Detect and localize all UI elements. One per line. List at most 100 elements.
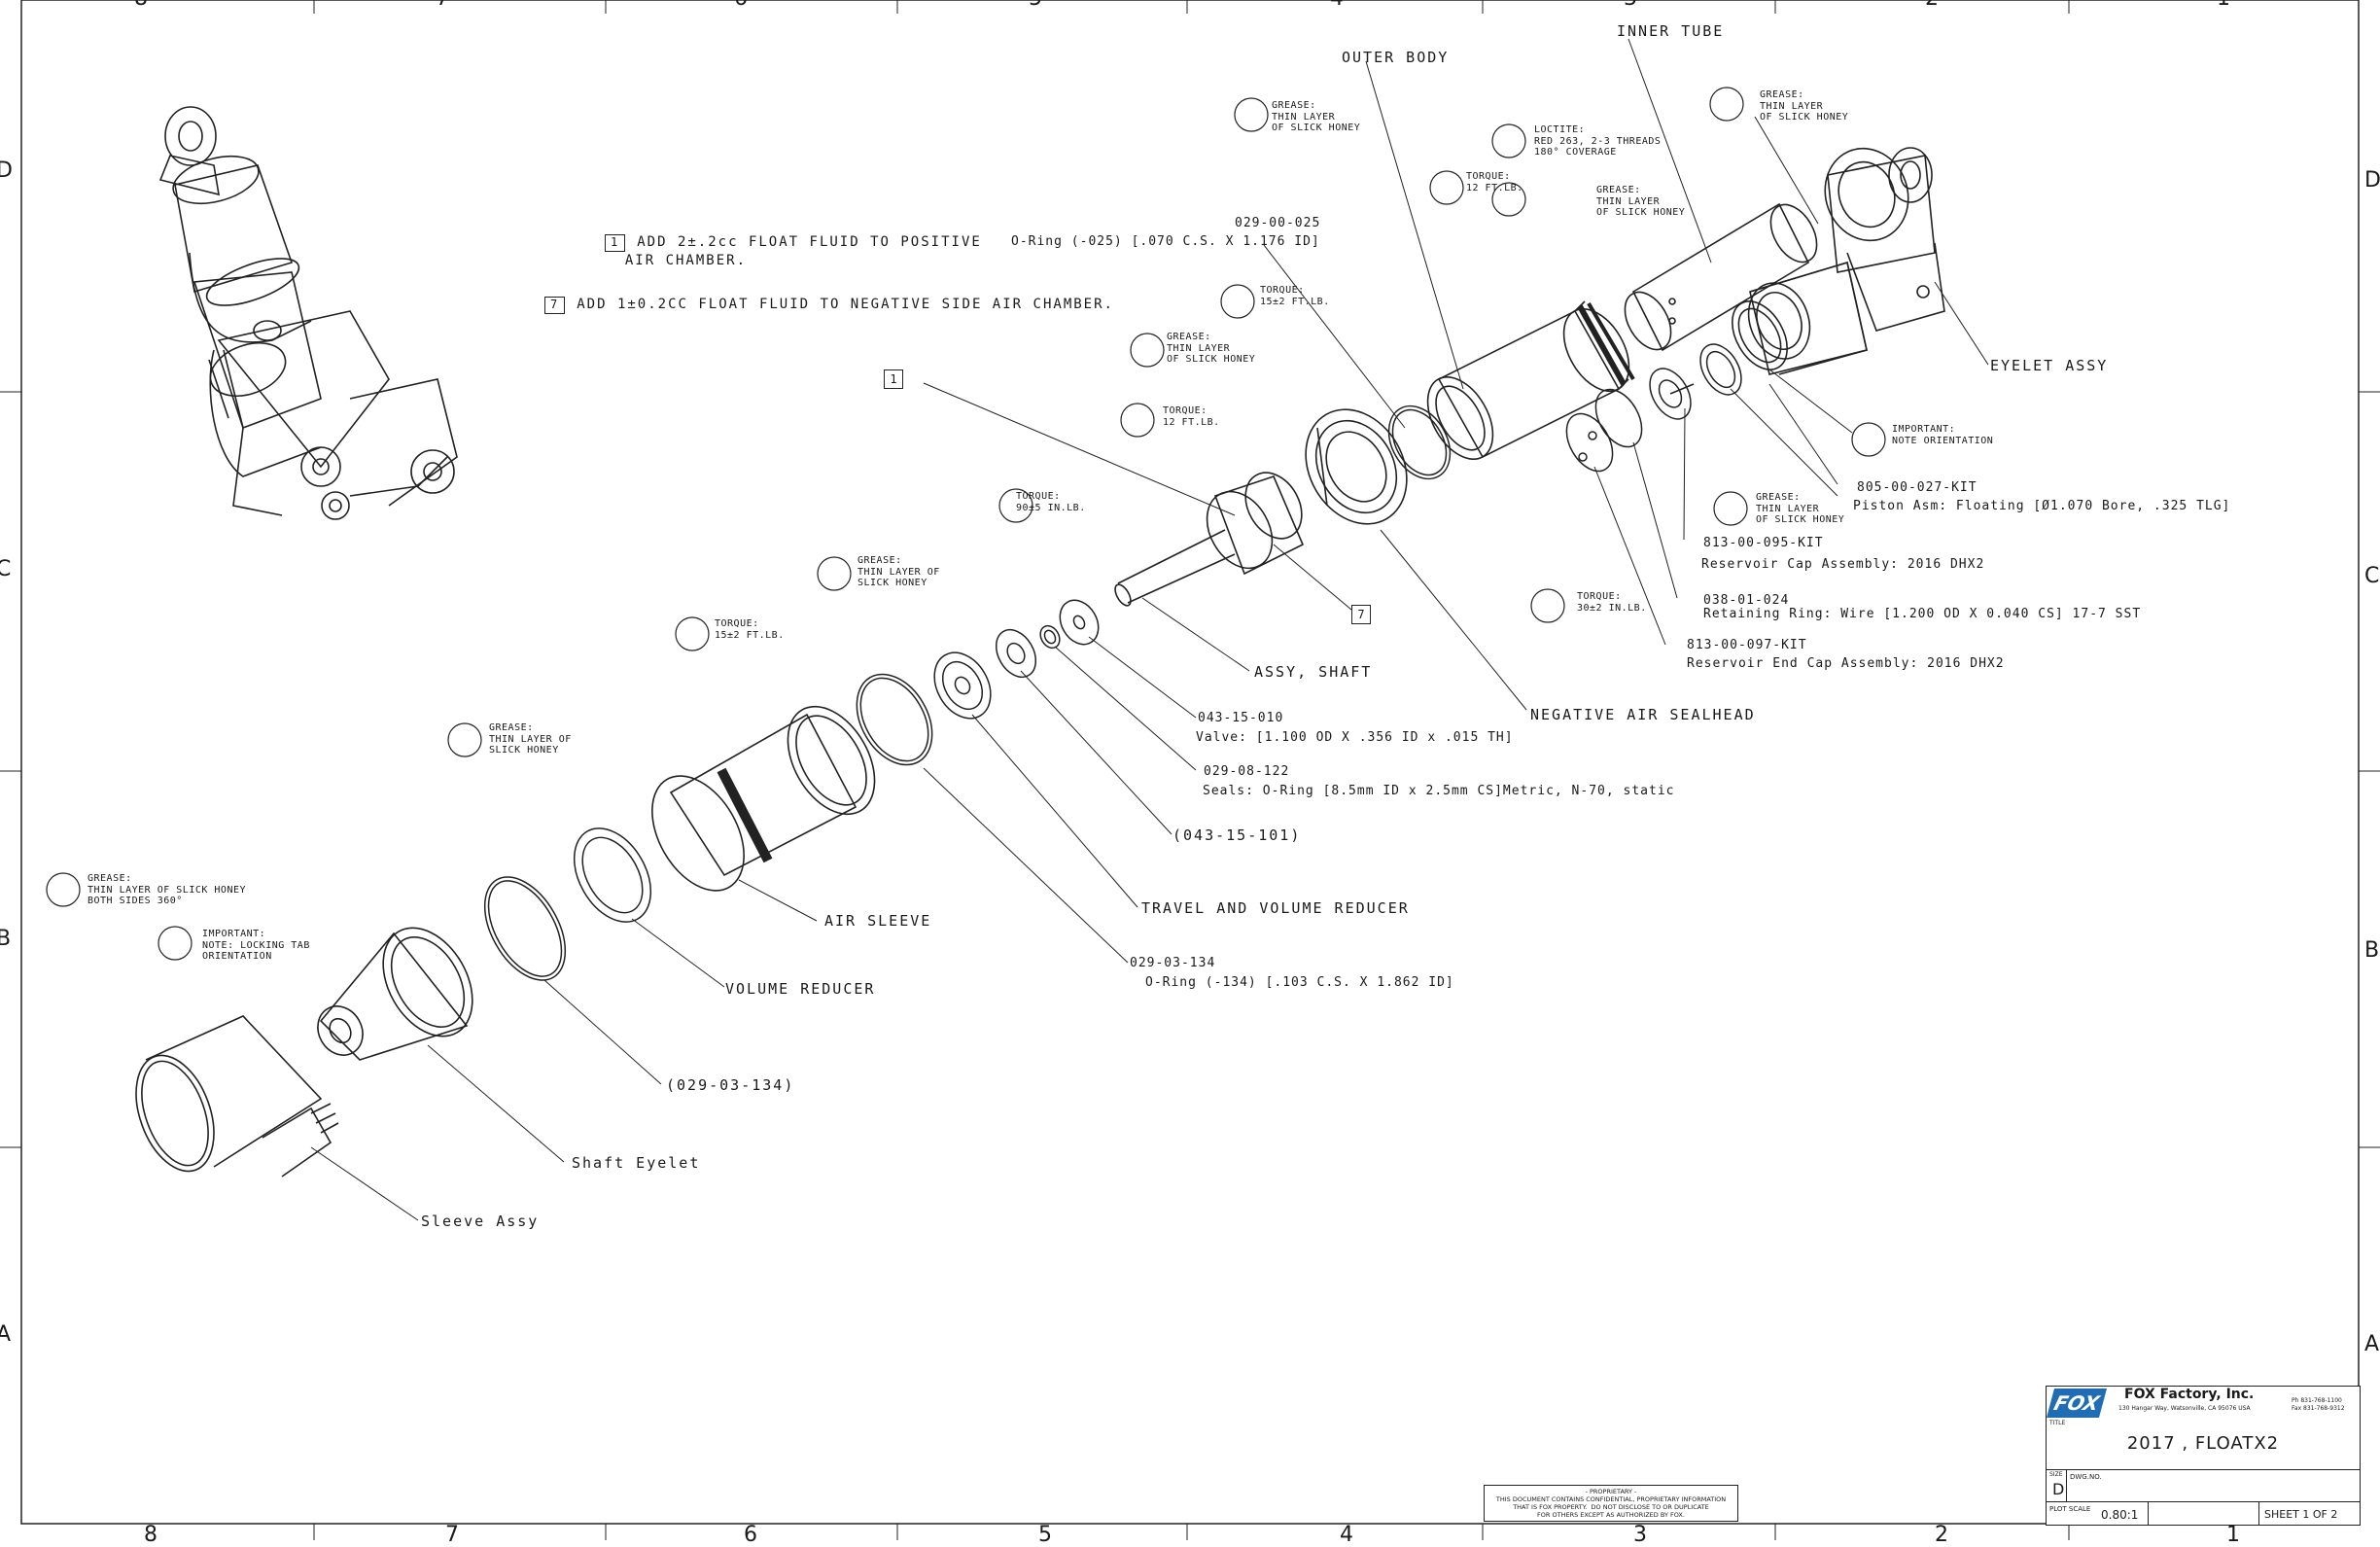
label-outer-body: OUTER BODY bbox=[1342, 49, 1450, 66]
reservoir-end-cap-illustration bbox=[1565, 412, 1614, 473]
sleeve-assy-illustration bbox=[135, 1015, 339, 1178]
ref-box-7: 7 bbox=[1351, 605, 1371, 624]
part-805-description: Piston Asm: Floating [Ø1.070 Bore, .325 … bbox=[1853, 499, 2231, 513]
note-1-text: ADD 2±.2cc FLOAT FLUID TO POSITIVE AIR C… bbox=[624, 234, 982, 268]
part-095-description: Reservoir Cap Assembly: 2016 DHX2 bbox=[1701, 557, 1985, 572]
washer-043-15-101-illustration bbox=[995, 629, 1037, 678]
label-negative-air-sealhead: NEGATIVE AIR SEALHEAD bbox=[1530, 706, 1756, 723]
company-address: 130 Hangar Way, Watsonville, CA 95076 US… bbox=[2118, 1405, 2251, 1412]
label-oring-134-lower: (029-03-134) bbox=[666, 1076, 795, 1094]
spec-important-orientation: IMPORTANT: NOTE ORIENTATION bbox=[1892, 424, 1994, 446]
zone-right-C: C bbox=[2364, 564, 2380, 588]
zone-bottom-2: 2 bbox=[1935, 1523, 1948, 1547]
zone-top-3: 3 bbox=[1624, 0, 1637, 11]
travel-volume-reducer-illustration bbox=[933, 651, 992, 720]
zone-top-6: 6 bbox=[734, 0, 748, 11]
zone-bottom-5: 5 bbox=[1038, 1523, 1052, 1547]
part-024-number: 038-01-024 bbox=[1703, 593, 1790, 608]
zone-bottom-3: 3 bbox=[1633, 1523, 1647, 1547]
oring-025-illustration bbox=[1387, 404, 1452, 480]
part-095-number: 813-00-095-KIT bbox=[1703, 536, 1824, 550]
retaining-ring-illustration bbox=[1594, 388, 1643, 448]
part-134-number: 029-03-134 bbox=[1130, 956, 1216, 970]
part-122-description: Seals: O-Ring [8.5mm ID x 2.5mm CS]Metri… bbox=[1203, 784, 1675, 798]
air-sleeve-illustration bbox=[651, 705, 876, 892]
spec-grease-sealhead: GREASE: THIN LAYER OF SLICK HONEY bbox=[1167, 332, 1256, 365]
label-travel-volume-reducer: TRAVEL AND VOLUME REDUCER bbox=[1141, 899, 1410, 917]
spec-torque-90: TORQUE: 90±5 IN.LB. bbox=[1016, 491, 1086, 513]
spec-grease-reservoir: GREASE: THIN LAYER OF SLICK HONEY bbox=[1756, 492, 1845, 525]
assembled-shock-illustration bbox=[158, 106, 458, 520]
shaft-assembly-illustration bbox=[1114, 472, 1305, 607]
zone-right-D: D bbox=[2364, 168, 2380, 193]
note-1-ref: 1 bbox=[605, 234, 626, 252]
fox-logo: FOX bbox=[2046, 1389, 2108, 1418]
ref-box-1: 1 bbox=[884, 369, 903, 389]
label-shaft-eyelet: Shaft Eyelet bbox=[572, 1154, 701, 1172]
part-097-number: 813-00-097-KIT bbox=[1687, 638, 1807, 652]
zone-right-B: B bbox=[2364, 938, 2380, 963]
oring-134-lower-illustration bbox=[483, 876, 567, 981]
spec-torque-12-a: TORQUE: 12 FT.LB. bbox=[1466, 171, 1523, 193]
part-025-description: O-Ring (-025) [.070 C.S. X 1.176 ID] bbox=[1011, 234, 1320, 249]
part-010-number: 043-15-010 bbox=[1198, 711, 1284, 725]
oring-134-upper-illustration bbox=[856, 673, 933, 766]
spec-torque-15-b: TORQUE: 15±2 FT.LB. bbox=[715, 618, 785, 641]
spec-grease-eyelet: GREASE: THIN LAYER OF SLICK HONEY bbox=[1760, 89, 1849, 123]
company-name: FOX Factory, Inc. bbox=[2124, 1387, 2255, 1402]
company-phone: Ph 831-768-1100 bbox=[2292, 1397, 2342, 1404]
zone-right-A: A bbox=[2364, 1332, 2380, 1356]
zone-bottom-8: 8 bbox=[144, 1523, 158, 1547]
spec-grease-shaft: GREASE: THIN LAYER OF SLICK HONEY bbox=[858, 555, 940, 588]
spec-icons bbox=[46, 87, 1886, 961]
zone-top-5: 5 bbox=[1029, 0, 1042, 11]
sheet-number: SHEET 1 OF 2 bbox=[2264, 1508, 2338, 1521]
spec-torque-12-b: TORQUE: 12 FT.LB. bbox=[1163, 405, 1220, 428]
inner-tube-illustration bbox=[1624, 202, 1818, 352]
proprietary-notice: - PROPRIETARY - THIS DOCUMENT CONTAINS C… bbox=[1484, 1485, 1738, 1522]
spec-grease-both-sides: GREASE: THIN LAYER OF SLICK HONEY BOTH S… bbox=[88, 873, 247, 906]
part-010-description: Valve: [1.100 OD X .356 ID x .015 TH] bbox=[1196, 730, 1514, 745]
zone-bottom-6: 6 bbox=[744, 1523, 757, 1547]
zone-left-A: A bbox=[0, 1322, 12, 1347]
zone-top-1: 1 bbox=[2217, 0, 2230, 11]
company-fax: Fax 831-768-9312 bbox=[2292, 1405, 2345, 1412]
title-label: TITLE bbox=[2049, 1420, 2066, 1426]
size-value: D bbox=[2052, 1480, 2065, 1498]
part-024-description: Retaining Ring: Wire [1.200 OD X 0.040 C… bbox=[1703, 607, 2142, 621]
part-025-number: 029-00-025 bbox=[1235, 216, 1321, 230]
reservoir-cap-illustration bbox=[1699, 343, 1742, 396]
plot-scale-label: PLOT SCALE bbox=[2049, 1505, 2091, 1513]
leader-lines bbox=[310, 38, 1989, 1221]
label-inner-tube: INNER TUBE bbox=[1617, 22, 1725, 40]
zone-left-C: C bbox=[0, 557, 12, 581]
seal-029-08-122-illustration bbox=[1039, 624, 1061, 650]
spec-grease-inner: GREASE: THIN LAYER OF SLICK HONEY bbox=[1596, 185, 1686, 218]
zone-top-7: 7 bbox=[436, 0, 449, 11]
part-097-description: Reservoir End Cap Assembly: 2016 DHX2 bbox=[1687, 656, 2005, 671]
part-134-description: O-Ring (-134) [.103 C.S. X 1.862 ID] bbox=[1145, 975, 1454, 990]
zone-top-8: 8 bbox=[134, 0, 148, 11]
title-block: FOX FOX Factory, Inc. 130 Hangar Way, Wa… bbox=[2046, 1386, 2361, 1526]
zone-bottom-1: 1 bbox=[2226, 1523, 2240, 1547]
label-sleeve-assy: Sleeve Assy bbox=[421, 1213, 540, 1230]
label-air-sleeve: AIR SLEEVE bbox=[824, 912, 932, 930]
part-805-number: 805-00-027-KIT bbox=[1857, 480, 1978, 495]
spec-important-locking-tab: IMPORTANT: NOTE: LOCKING TAB ORIENTATION bbox=[202, 929, 310, 962]
zone-bottom-7: 7 bbox=[445, 1523, 459, 1547]
plot-scale-value: 0.80:1 bbox=[2101, 1508, 2139, 1522]
spec-grease-outer: GREASE: THIN LAYER OF SLICK HONEY bbox=[1272, 100, 1361, 133]
eyelet-assembly-illustration bbox=[1747, 147, 1945, 375]
zone-top-4: 4 bbox=[1330, 0, 1344, 11]
label-eyelet-assy: EYELET ASSY bbox=[1990, 357, 2109, 374]
zone-top-2: 2 bbox=[1925, 0, 1939, 11]
negative-air-sealhead-illustration bbox=[1305, 408, 1408, 525]
drawing-title: 2017 , FLOATX2 bbox=[2126, 1433, 2280, 1454]
outer-body-illustration bbox=[1426, 300, 1635, 461]
spec-torque-30: TORQUE: 30±2 IN.LB. bbox=[1577, 591, 1647, 614]
spec-loctite: LOCTITE: RED 263, 2-3 THREADS 180° COVER… bbox=[1534, 124, 1662, 158]
size-label: SIZE bbox=[2049, 1471, 2063, 1478]
